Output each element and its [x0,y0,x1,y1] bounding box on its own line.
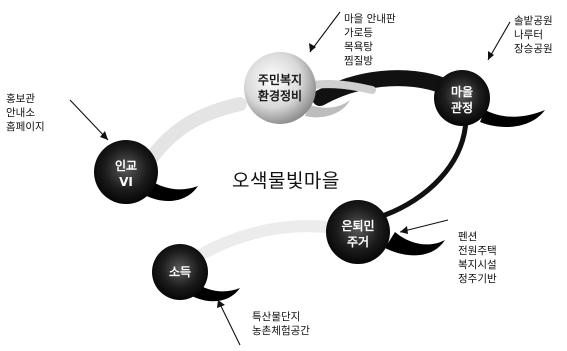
node-tail-maul [480,110,545,127]
node-label-promo: 인교 VI [96,158,156,190]
annotation-income-item: 특산물단지 [252,311,301,323]
annotation-welfare-item: 가로등 [344,27,373,39]
annotation-welfare-item: 목욕탕 [344,41,373,53]
annotation-welfare-item: 마을 안내판 [344,13,396,25]
node-maul-line-2: 관정 [450,101,474,115]
node-settle-line-2: 주거 [346,235,370,249]
annotation-promo-item: 안내소 [6,107,35,119]
annotation-maul-item: 나루터 [514,29,543,41]
node-promo-line-1: 인교 [114,159,138,173]
node-tail-settle [385,232,445,256]
node-income-line-1: 소득 [168,265,192,279]
arrow-settle [399,219,449,233]
arrowhead-settle [400,226,408,234]
node-promo-line-2: VI [119,175,133,189]
node-welfare [244,52,316,124]
annotation-maul: 솔밭공원 나루터 장승공원 [514,14,553,56]
annotation-promo: 홍보관 안내소 홈페이지 [6,92,45,134]
node-label-settle: 은퇴민 주거 [326,218,390,250]
node-label-income: 소득 [150,264,210,280]
node-maul-line-1: 마을 [450,85,474,99]
annotation-promo-item: 홍보관 [6,93,35,105]
node-income [152,244,208,300]
arc-maul-settle [382,115,469,218]
annotation-settle-item: 펜션 [458,231,478,243]
annotation-income-item: 농촌체험공간 [252,325,310,337]
node-promo [94,140,158,204]
annotation-welfare-item: 찜질방 [344,55,373,67]
arrowhead-promo [100,131,108,140]
node-settle-line-1: 은퇴민 [341,219,375,233]
node-tail-promo [143,180,198,202]
arc-promo-welfare [143,97,247,167]
annotation-welfare: 마을 안내판 가로등 목욕탕 찜질방 [344,12,396,68]
node-welfare-line-2: 환경정비 [257,89,303,103]
annotation-maul-item: 솔밭공원 [514,15,553,27]
arrow-welfare [309,11,341,53]
arrowhead-maul [488,51,494,60]
node-tail-welfare [305,100,350,118]
node-label-welfare: 주민복지 환경정비 [244,72,316,104]
diagram-title: 오색물빛마을 [232,170,340,192]
node-label-maul: 마을 관정 [434,84,490,116]
arrow-income [217,299,241,346]
annotation-settle-item: 복지시설 [458,259,497,271]
node-settle [326,200,390,264]
annotation-maul-item: 장승공원 [514,43,553,55]
annotation-settle-item: 전원주택 [458,245,497,257]
arrowhead-welfare [309,43,316,52]
arrow-promo [69,99,109,141]
arc-settle-income [189,220,341,264]
annotation-settle: 펜션 전원주택 복지시설 정주기반 [458,230,497,286]
node-maul [434,70,490,126]
arrowhead-income [217,300,225,308]
annotation-settle-item: 정주기반 [458,273,497,285]
annotation-promo-item: 홈페이지 [6,121,45,133]
annotation-income: 특산물단지 농촌체험공간 [252,310,310,338]
node-welfare-line-1: 주민복지 [257,73,303,87]
